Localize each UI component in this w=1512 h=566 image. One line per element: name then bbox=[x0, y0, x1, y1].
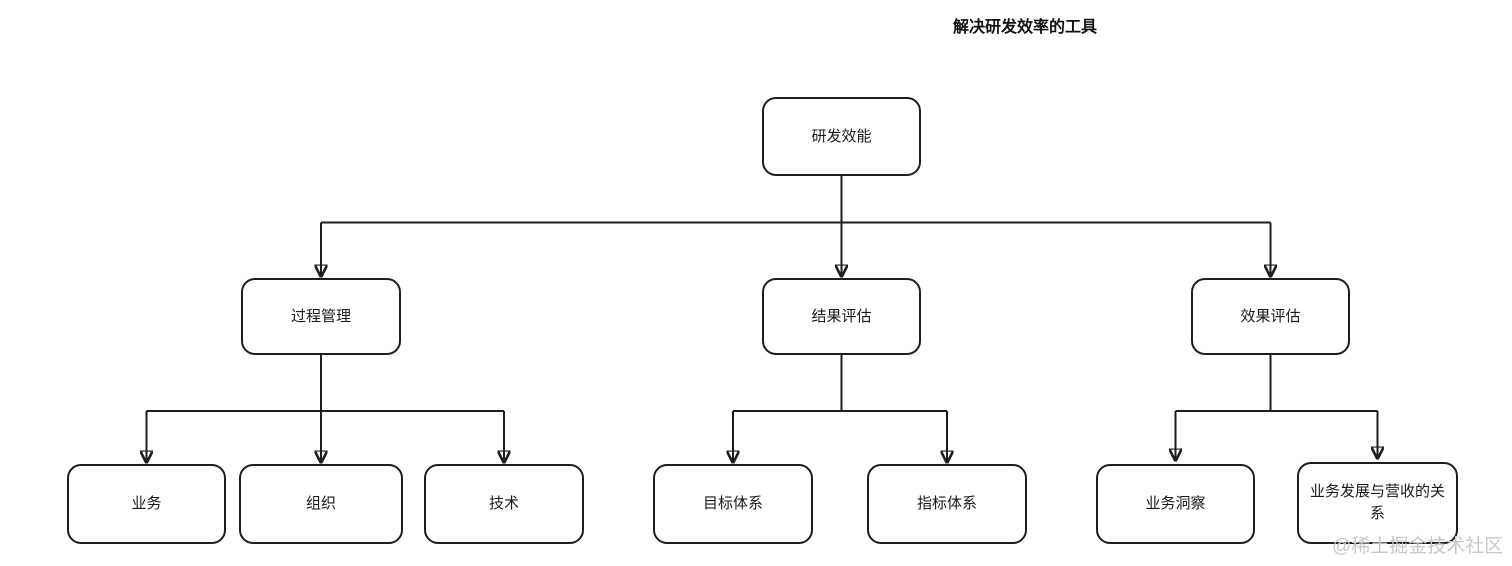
node-label: 业务洞察 bbox=[1145, 495, 1206, 513]
node-result-evaluation: 结果评估 bbox=[762, 278, 921, 355]
node-label: 业务 bbox=[131, 495, 162, 513]
watermark: @稀土掘金技术社区 bbox=[1332, 536, 1504, 557]
node-label: 结果评估 bbox=[811, 307, 872, 325]
node-business-insight: 业务洞察 bbox=[1096, 464, 1255, 544]
node-effect-evaluation: 效果评估 bbox=[1191, 278, 1350, 355]
node-label: 业务发展与营收的关系 bbox=[1309, 483, 1445, 522]
node-process-management: 过程管理 bbox=[241, 278, 401, 355]
node-organization: 组织 bbox=[239, 464, 403, 544]
node-technology: 技术 bbox=[424, 464, 584, 544]
node-rnd-effectiveness: 研发效能 bbox=[762, 97, 921, 176]
node-business-revenue-relation: 业务发展与营收的关系 bbox=[1297, 462, 1458, 544]
node-label: 过程管理 bbox=[290, 307, 351, 325]
node-label: 目标体系 bbox=[702, 495, 763, 513]
node-label: 研发效能 bbox=[811, 127, 872, 145]
node-label: 组织 bbox=[305, 495, 336, 513]
node-label: 技术 bbox=[488, 495, 519, 513]
diagram-title: 解决研发效率的工具 bbox=[953, 19, 1098, 36]
node-label: 指标体系 bbox=[916, 495, 977, 513]
node-indicator-system: 指标体系 bbox=[867, 464, 1027, 544]
node-business: 业务 bbox=[67, 464, 226, 544]
node-goal-system: 目标体系 bbox=[653, 464, 813, 544]
node-label: 效果评估 bbox=[1240, 307, 1301, 325]
